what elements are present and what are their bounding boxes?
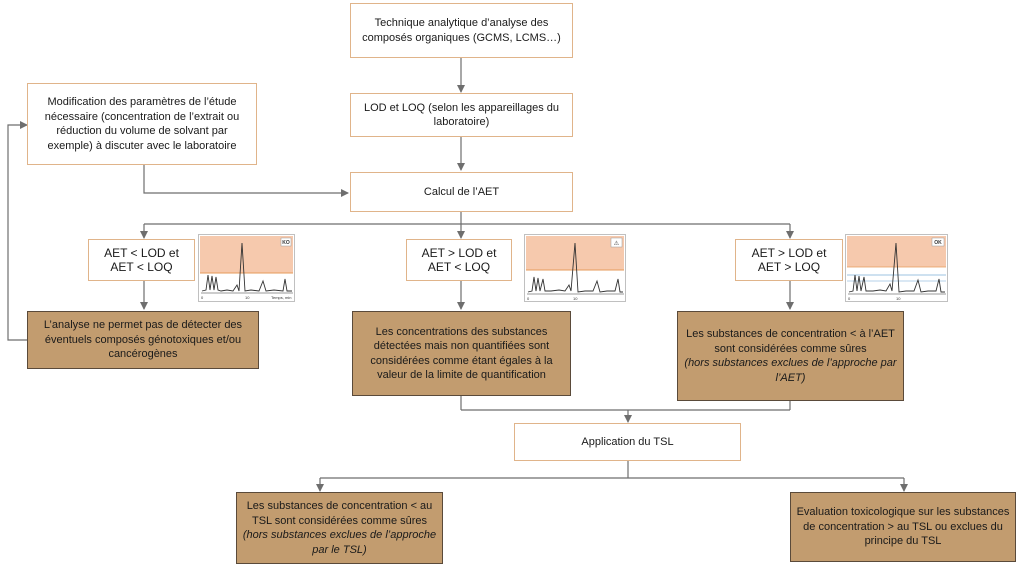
tsl-right-text: Evaluation toxicologique sur les substan… [796, 506, 1010, 548]
calcul-aet-text: Calcul de l’AET [423, 185, 500, 198]
lod-loq-box: LOD et LOQ (selon les appareillages du l… [350, 93, 573, 137]
condition-mid-line2: AET < LOQ [427, 260, 491, 274]
technique-text: Technique analytique d’analyse des compo… [362, 17, 561, 44]
chromatogram-left: 0 10 Temps, min KO [198, 234, 295, 302]
lod-loq-text: LOD et LOQ (selon les appareillages du l… [363, 101, 560, 129]
chromatogram-left-axis-mid: 10 [245, 295, 250, 300]
condition-left-line1: AET < LOD et [104, 245, 179, 260]
chromatogram-right-axis-mid: 10 [896, 296, 901, 301]
chromatogram-left-band [200, 236, 293, 273]
condition-left-box: AET < LOD et AET < LOQ [88, 239, 195, 281]
arrow-left-result-to-modification [7, 121, 28, 341]
chromatogram-mid: 0 10 ⚠ [524, 234, 626, 302]
tsl-right-box: Evaluation toxicologique sur les substan… [790, 492, 1016, 562]
chromatogram-mid-axis-start: 0 [527, 296, 530, 301]
result-right-box: Les substances de concentration < à l’AE… [677, 311, 904, 401]
result-left-box: L’analyse ne permet pas de détecter des … [27, 311, 259, 369]
tsl-box: Application du TSL [514, 423, 741, 461]
chromatogram-right-axis-start: 0 [848, 296, 851, 301]
chromatogram-mid-axis-mid: 10 [573, 296, 578, 301]
condition-mid-line1: AET > LOD et [421, 245, 497, 260]
chromatogram-left-axis-start: 0 [201, 295, 204, 300]
condition-left-line2: AET < LOQ [110, 260, 173, 274]
modification-box: Modification des paramètres de l’étude n… [27, 83, 257, 165]
technique-box: Technique analytique d’analyse des compo… [350, 3, 573, 58]
modification-text: Modification des paramètres de l’étude n… [44, 96, 240, 152]
chromatogram-mid-badge: ⚠ [614, 240, 620, 247]
result-mid-box: Les concentrations des substances détect… [352, 311, 571, 396]
condition-right-box: AET > LOD et AET > LOQ [735, 239, 843, 281]
chromatogram-left-badge: KO [282, 240, 290, 246]
result-left-text: L’analyse ne permet pas de détecter des … [43, 319, 243, 361]
condition-mid-box: AET > LOD et AET < LOQ [406, 239, 512, 281]
arrow-modification-to-calcul [143, 165, 349, 197]
tsl-text: Application du TSL [581, 435, 674, 448]
result-mid-text: Les concentrations des substances détect… [370, 325, 553, 382]
tsl-left-note: (hors substances exclues de l’approche p… [242, 529, 437, 556]
tsl-left-text: Les substances de concentration < au TSL… [246, 500, 433, 527]
chromatogram-left-axis-label: Temps, min [271, 295, 291, 300]
condition-right-line2: AET > LOQ [757, 260, 821, 274]
chromatogram-right-badge: OK [934, 240, 942, 246]
calcul-aet-box: Calcul de l’AET [350, 172, 573, 212]
chromatogram-right: 0 10 OK [845, 234, 948, 302]
tsl-left-box: Les substances de concentration < au TSL… [236, 492, 443, 564]
chromatogram-mid-band [526, 236, 624, 270]
condition-right-line1: AET > LOD et [751, 245, 827, 260]
result-right-text: Les substances de concentration < à l’AE… [686, 328, 895, 355]
result-right-note: (hors substances exclues de l’approche p… [684, 357, 897, 384]
